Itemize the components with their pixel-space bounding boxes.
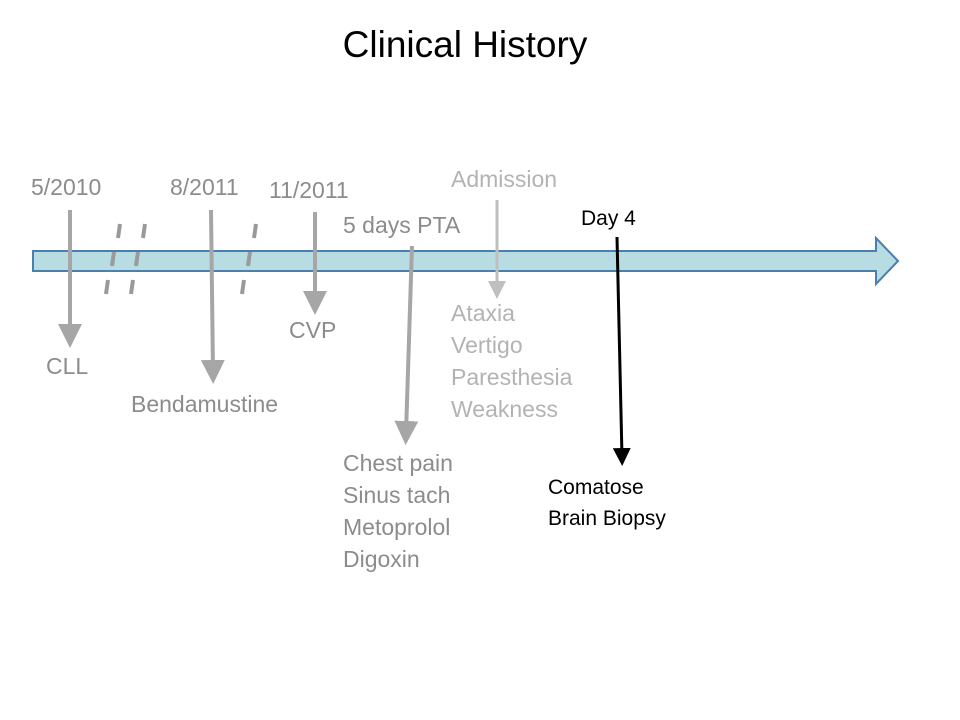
event-date-8-2011: 8/2011 bbox=[170, 174, 239, 200]
note-line: Digoxin bbox=[343, 546, 420, 572]
timeline-break-marks bbox=[104, 223, 258, 295]
note-line: Brain Biopsy bbox=[548, 507, 666, 530]
note-line: Paresthesia bbox=[451, 364, 573, 390]
event-arrow-5-days-pta bbox=[394, 245, 419, 445]
event-date-5-2010: 5/2010 bbox=[31, 174, 102, 200]
event-note-cll: CLL bbox=[46, 353, 89, 379]
note-line: Ataxia bbox=[451, 300, 515, 326]
event-date-5-days-pta: 5 days PTA bbox=[343, 212, 461, 238]
event-date-admission: Admission bbox=[451, 166, 558, 192]
event-arrow-day-4 bbox=[612, 236, 631, 466]
event-note-bendamustine: Bendamustine bbox=[131, 391, 279, 417]
note-line: Weakness bbox=[451, 396, 558, 422]
event-date-day-4: Day 4 bbox=[581, 207, 636, 230]
event-notes-admission: Ataxia Vertigo Paresthesia Weakness bbox=[451, 297, 572, 425]
slide-title: Clinical History bbox=[342, 24, 588, 65]
event-arrow-8-2011 bbox=[200, 209, 225, 384]
note-line: Sinus tach bbox=[343, 482, 451, 508]
event-note-cvp: CVP bbox=[289, 317, 337, 343]
note-line: Comatose bbox=[548, 476, 644, 499]
timeline-arrow bbox=[32, 235, 900, 287]
note-line: Chest pain bbox=[343, 450, 453, 476]
event-date-11-2011: 11/2011 bbox=[269, 177, 349, 203]
note-line: Vertigo bbox=[451, 332, 523, 358]
event-notes-day-4: Comatose Brain Biopsy bbox=[548, 472, 666, 534]
event-notes-5-days-pta: Chest pain Sinus tach Metoprolol Digoxin bbox=[343, 447, 453, 575]
note-line: Metoprolol bbox=[343, 514, 451, 540]
